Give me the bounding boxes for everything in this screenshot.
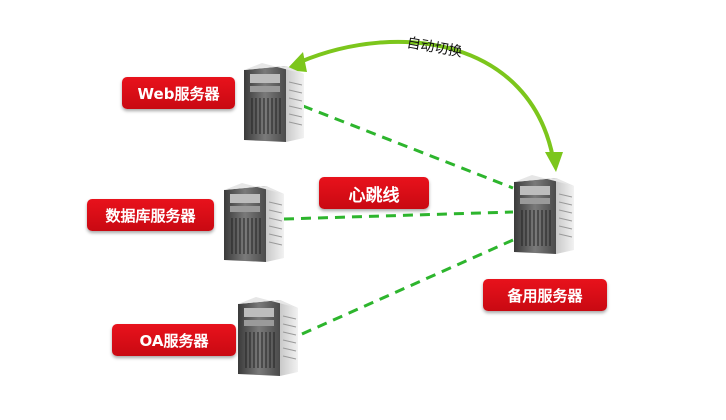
- heartbeat-line-oa: [301, 238, 514, 336]
- backup-server-label: 备用服务器: [483, 279, 607, 311]
- oa-server-icon: [236, 294, 300, 378]
- backup-server-icon: [512, 172, 576, 256]
- arrowhead-to-backup: [545, 152, 563, 172]
- web-server-label: Web服务器: [122, 77, 235, 109]
- oa-server-label: OA服务器: [112, 324, 236, 356]
- heartbeat-label: 心跳线: [319, 177, 429, 209]
- heartbeat-line-db: [283, 210, 514, 221]
- auto-switch-arrow: [299, 39, 555, 159]
- web-server-icon: [242, 60, 306, 144]
- heartbeat-line-web: [302, 104, 514, 190]
- db-server-label: 数据库服务器: [87, 199, 214, 231]
- arrowhead-to-web: [286, 52, 307, 72]
- db-server-icon: [222, 180, 286, 264]
